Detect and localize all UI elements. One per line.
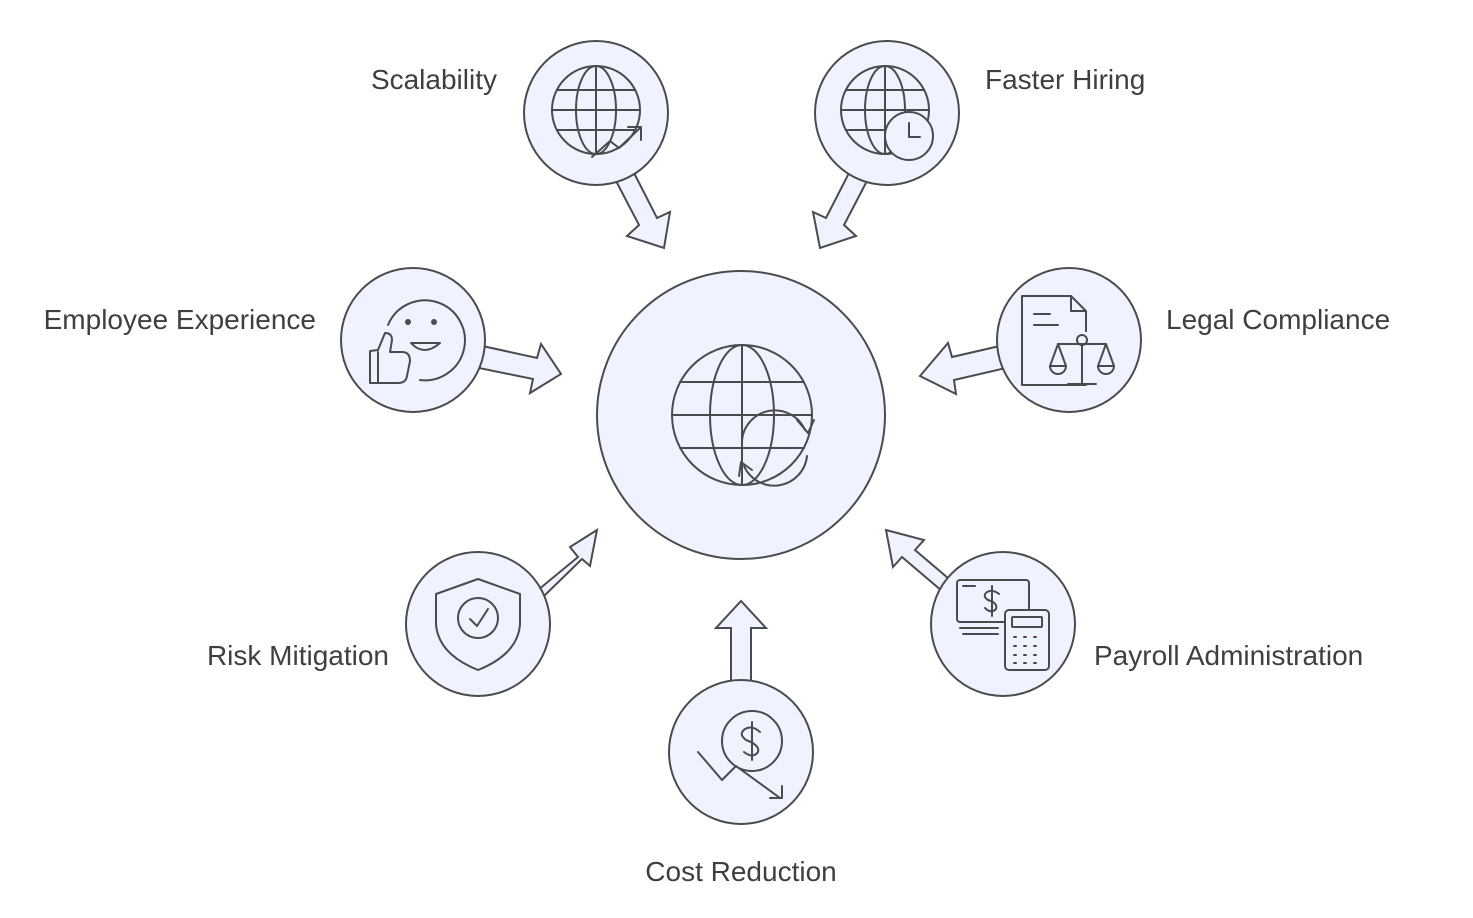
- benefit-scalability: Scalability: [371, 40, 672, 250]
- benefit-label: Legal Compliance: [1166, 304, 1390, 335]
- shield-check-icon: [435, 578, 521, 671]
- hub-node: [596, 270, 886, 560]
- benefit-label: Risk Mitigation: [207, 640, 389, 671]
- globe-clock-icon: [840, 65, 934, 161]
- money-calculator-icon: [956, 579, 1050, 671]
- benefit-label: Employee Experience: [44, 304, 316, 335]
- document-scales-icon: [1021, 295, 1118, 386]
- benefit-cost-reduction: Cost Reduction: [645, 599, 837, 887]
- benefit-faster-hiring: Faster Hiring: [811, 40, 1145, 250]
- benefit-label: Scalability: [371, 64, 497, 95]
- globe-growth-icon: [551, 65, 642, 158]
- benefit-legal-compliance: Legal Compliance: [918, 267, 1390, 413]
- benefit-employee-experience: Employee Experience: [44, 267, 563, 413]
- benefit-label: Cost Reduction: [645, 856, 836, 887]
- benefit-payroll-administration: Payroll Administration: [884, 528, 1363, 697]
- benefit-label: Faster Hiring: [985, 64, 1145, 95]
- benefit-label: Payroll Administration: [1094, 640, 1363, 671]
- globe-refresh-icon: [671, 344, 815, 487]
- smile-thumbs-up-icon: [369, 299, 466, 384]
- dollar-down-trend-icon: [697, 710, 783, 799]
- benefit-risk-mitigation: Risk Mitigation: [207, 527, 599, 697]
